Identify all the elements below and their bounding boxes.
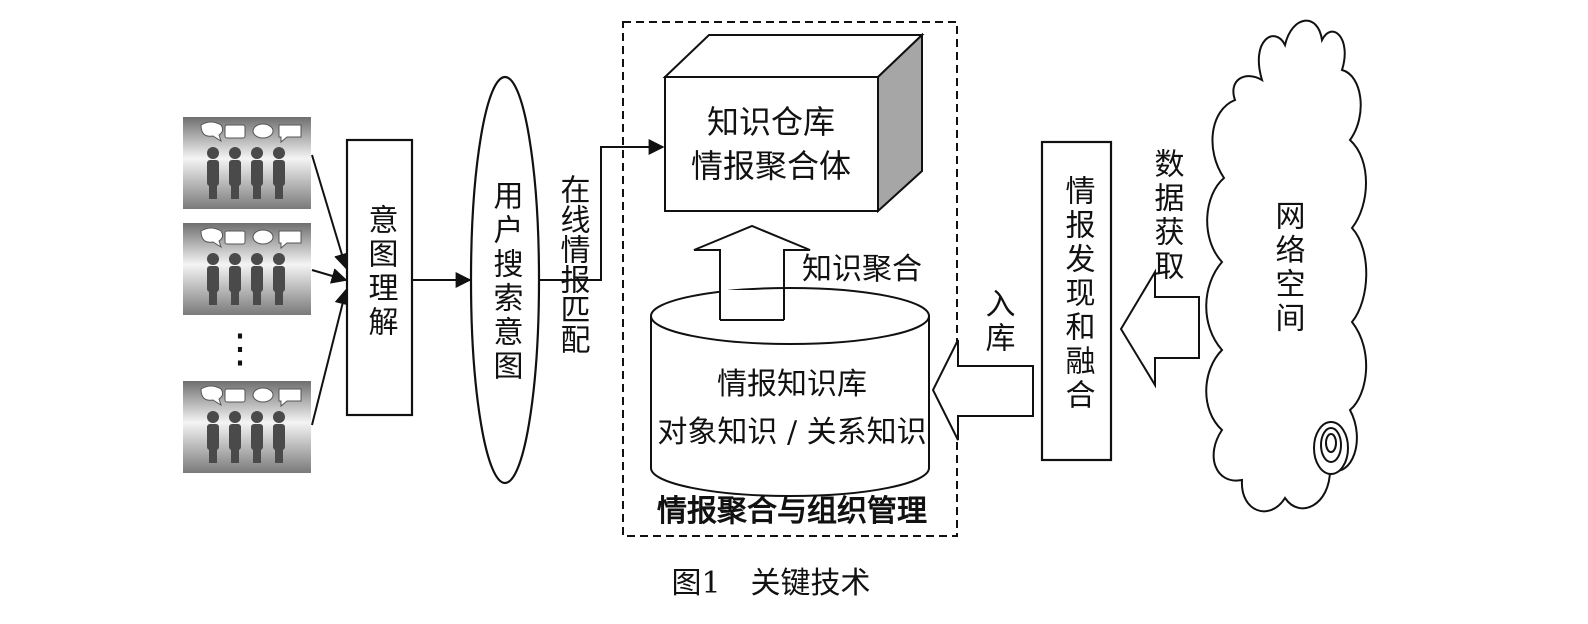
intent-understanding-box xyxy=(345,138,414,417)
user-search-intent-label: 用户搜索意图 xyxy=(488,180,524,384)
management-region xyxy=(622,21,958,537)
user-group-2 xyxy=(182,222,312,316)
knowledge-aggregation-label: 知识聚合 xyxy=(802,252,922,287)
ellipsis: ⋮ xyxy=(220,326,260,372)
knowledge-warehouse-line1: 知识仓库 xyxy=(707,103,835,141)
data-acquisition-label: 数据获取 xyxy=(1149,148,1185,284)
people-speech-icon xyxy=(182,380,312,474)
data-acquisition-arrow xyxy=(1119,268,1200,389)
discovery-fusion-label: 情报发现和融合 xyxy=(1060,175,1096,413)
intent-understanding-label: 意图理解 xyxy=(363,204,399,340)
discovery-fusion-box xyxy=(1040,140,1113,462)
cyberspace-label: 网络空间 xyxy=(1270,200,1305,336)
storage-arrow xyxy=(931,339,1034,441)
cyberspace-cloud xyxy=(1205,19,1368,513)
storage-label: 入库 xyxy=(980,288,1016,356)
arrow-users-1 xyxy=(311,154,350,270)
user-group-1 xyxy=(182,116,312,210)
user-group-3 xyxy=(182,380,312,474)
knowledge-warehouse-cube xyxy=(662,32,925,214)
people-speech-icon xyxy=(182,222,312,316)
arrow-online-matching xyxy=(539,139,665,281)
knowledge-warehouse-line2: 情报聚合体 xyxy=(691,147,851,185)
arrow-users-3 xyxy=(311,288,351,426)
online-matching-label: 在线情报匹配 xyxy=(555,174,591,354)
intel-knowledge-base-line2: 对象知识 / 关系知识 xyxy=(657,415,926,450)
intel-knowledge-base-line1: 情报知识库 xyxy=(717,367,867,402)
figure-caption: 图1 关键技术 xyxy=(671,566,870,601)
people-speech-icon xyxy=(182,116,312,210)
management-label: 情报聚合与组织管理 xyxy=(657,494,927,529)
arrow-users-2 xyxy=(311,268,348,284)
